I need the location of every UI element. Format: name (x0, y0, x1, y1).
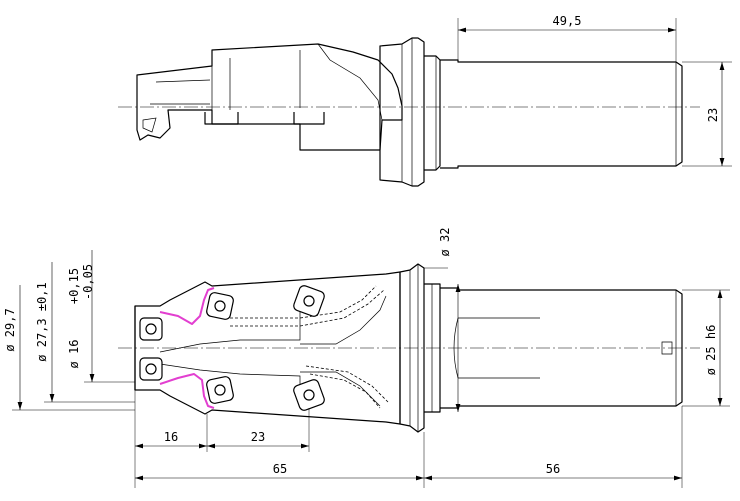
dim-16-tol-upper: +0,15 (67, 268, 81, 304)
bottom-collar (399, 263, 425, 433)
insert-mid-upper (206, 292, 234, 320)
bottom-view: ø 32 ø 25 h6 ø 29,7 ø 27,3 ±0,1 ø 16 +0,… (3, 228, 730, 488)
dim-27-label: ø 27,3 ±0,1 (35, 282, 49, 361)
coolant-lower-inner (305, 365, 389, 403)
top-shank (440, 59, 683, 169)
top-pocket-left (204, 112, 239, 125)
seat-upper (159, 287, 215, 325)
top-head-outline (136, 43, 403, 151)
insert-rear-lower (293, 379, 325, 411)
coolant-lower-outer (309, 373, 381, 409)
top-neck (424, 55, 441, 171)
top-dim-49-label: 49,5 (553, 14, 582, 28)
insert-tip-upper (139, 317, 163, 341)
dim-16-tol-lower: -0,05 (81, 264, 95, 300)
dim-32-label: ø 32 (438, 228, 452, 257)
flute-body-lower (300, 371, 381, 407)
bottom-shank-tapping (661, 341, 673, 355)
dim-25-label: ø 25 h6 (704, 325, 718, 376)
insert-tip-lower (139, 357, 163, 381)
top-tip-detail (142, 117, 157, 133)
top-head-inner-line (150, 66, 213, 124)
flute-body-upper (300, 295, 387, 345)
insert-mid-lower (206, 376, 234, 404)
top-head-chamfer (317, 43, 383, 121)
top-collar-line (401, 38, 413, 186)
dim-len56-label: 56 (546, 462, 560, 476)
dim-len23-label: 23 (251, 430, 265, 444)
dim-len65-label: 65 (273, 462, 287, 476)
dim-16-label: ø 16 (67, 340, 81, 369)
dim-29-label: ø 29,7 (3, 308, 17, 351)
top-head-ridge (229, 50, 301, 110)
dim-len16-label: 16 (164, 430, 178, 444)
top-dim-23-label: 23 (706, 108, 720, 122)
coolant-upper-outer (230, 285, 377, 319)
insert-rear-upper (293, 285, 325, 317)
coolant-upper-inner (230, 289, 385, 327)
top-collar (379, 37, 425, 187)
top-pocket-right (293, 112, 325, 125)
top-view: 49,5 23 (118, 14, 732, 187)
flute-upper (159, 300, 301, 353)
seat-lower (159, 373, 215, 409)
